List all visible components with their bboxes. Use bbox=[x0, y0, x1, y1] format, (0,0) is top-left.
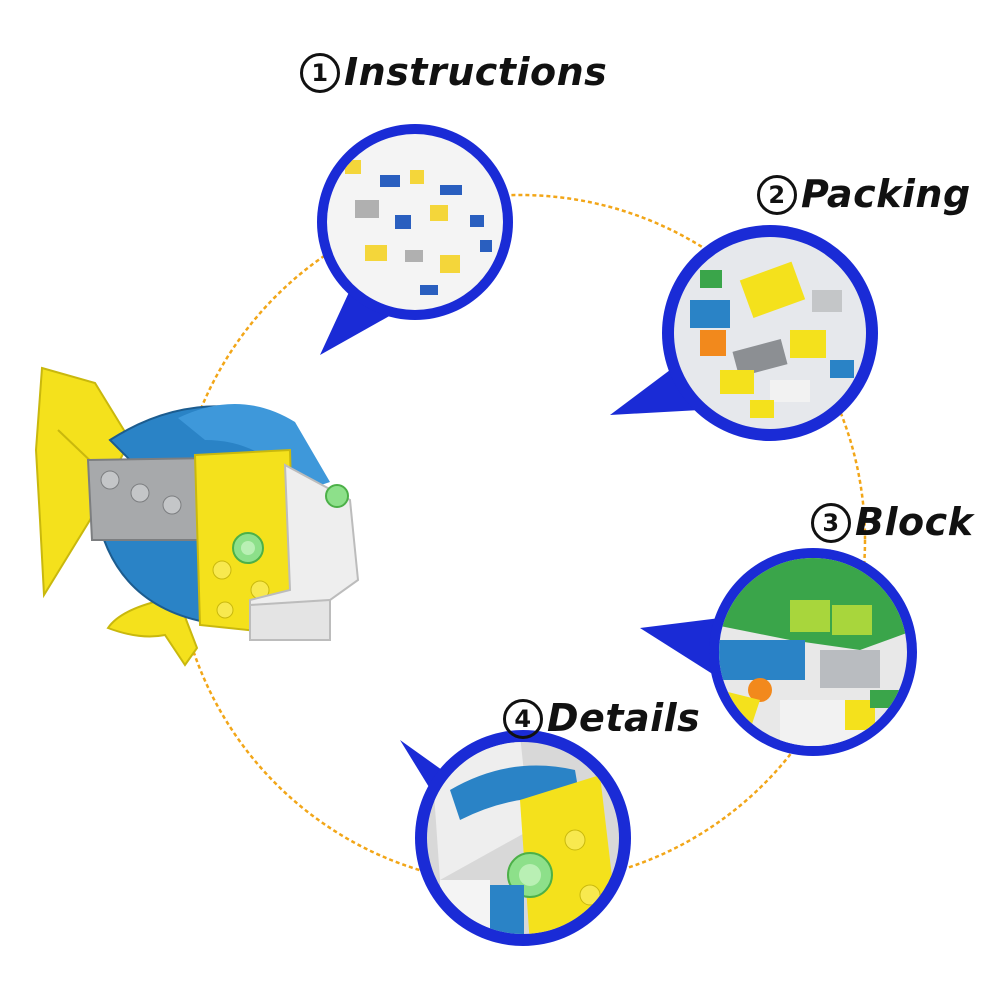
step-title-details: Details bbox=[547, 696, 701, 740]
step-number-2: 2 bbox=[757, 175, 797, 215]
step-number-1: 1 bbox=[300, 53, 340, 93]
details-bubble bbox=[400, 730, 631, 946]
step-title-instructions: Instructions bbox=[344, 50, 608, 94]
block-photo bbox=[719, 558, 907, 746]
block-bubble bbox=[640, 548, 917, 756]
step-title-block: Block bbox=[855, 500, 974, 544]
instructions-bubble bbox=[317, 124, 513, 355]
step-number-3: 3 bbox=[811, 503, 851, 543]
step-number-4: 4 bbox=[503, 699, 543, 739]
step-title-packing: Packing bbox=[801, 172, 971, 216]
packing-bubble bbox=[610, 225, 878, 441]
packing-photo bbox=[674, 237, 866, 429]
fish-model-image bbox=[34, 366, 360, 667]
instructions-photo bbox=[327, 134, 503, 310]
details-photo bbox=[427, 742, 619, 934]
